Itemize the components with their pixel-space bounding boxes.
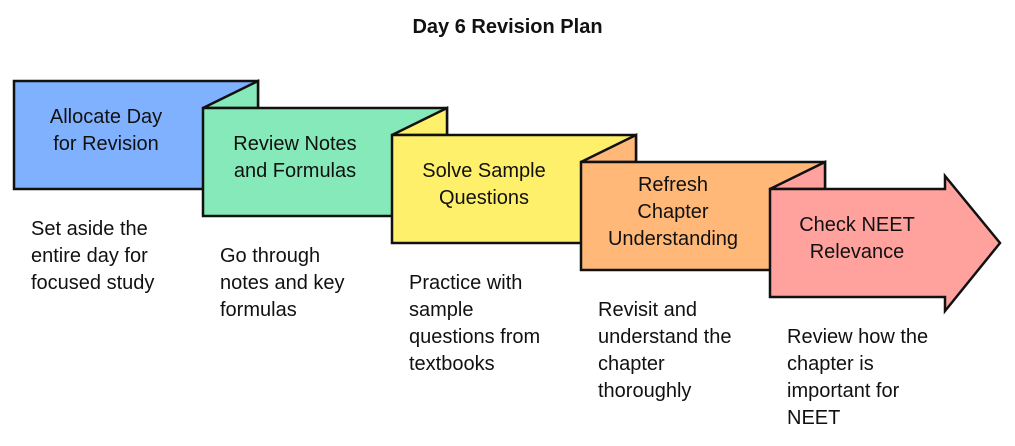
- step-description-line: Revisit and: [598, 299, 697, 321]
- step-description-line: sample: [409, 299, 474, 321]
- step-label-5: Check NEET Relevance: [799, 212, 915, 266]
- step-description-line: important for: [787, 380, 900, 402]
- step-description-line: focused study: [31, 272, 155, 294]
- step-label-line: Understanding: [607, 227, 739, 250]
- diagram-title: Day 6 Revision Plan: [412, 16, 603, 38]
- step-description-line: NEET: [787, 407, 841, 429]
- step-label-line: Allocate Day: [49, 106, 163, 128]
- step-description-1: Set aside the entire day for focused study: [31, 216, 154, 297]
- step-label-line: for Revision: [53, 133, 159, 155]
- step-card-5: [768, 172, 1002, 315]
- step-description-line: Set aside the: [31, 218, 148, 240]
- step-description-3: Practice with sample questions from textboo…: [409, 270, 540, 378]
- step-description-2: Go through notes and key formulas: [220, 243, 345, 324]
- step-description-4: Revisit and understand the chapter thorough…: [598, 297, 731, 405]
- step-label-line: Check NEET: [799, 214, 915, 236]
- step-description-line: notes and key: [220, 272, 345, 294]
- step-label-2: Review Notes and Formulas: [233, 131, 356, 185]
- step-label-line: Solve Sample: [422, 160, 546, 182]
- step-description-line: chapter: [598, 353, 665, 375]
- step-description-line: questions from: [409, 326, 541, 348]
- step-label-line: Refresh: [637, 173, 709, 196]
- step-description-line: thoroughly: [598, 380, 692, 402]
- step-label-line: Chapter: [637, 200, 709, 223]
- step-description-line: understand the: [598, 326, 732, 348]
- step-description-line: Practice with: [409, 272, 523, 294]
- step-description-line: formulas: [220, 299, 297, 321]
- step-label-line: Review Notes: [233, 133, 357, 155]
- step-label-line: Questions: [438, 187, 530, 209]
- step-label-line: and Formulas: [233, 160, 357, 182]
- step-description-line: Go through: [220, 245, 321, 267]
- step-description-line: Review how the: [787, 326, 929, 348]
- step-label-line: Relevance: [809, 241, 905, 263]
- step-description-line: textbooks: [409, 353, 495, 375]
- step-description-line: entire day for: [31, 245, 148, 267]
- step-label-1: Allocate Day for Revision: [50, 104, 162, 158]
- step-description-line: chapter is: [787, 353, 874, 375]
